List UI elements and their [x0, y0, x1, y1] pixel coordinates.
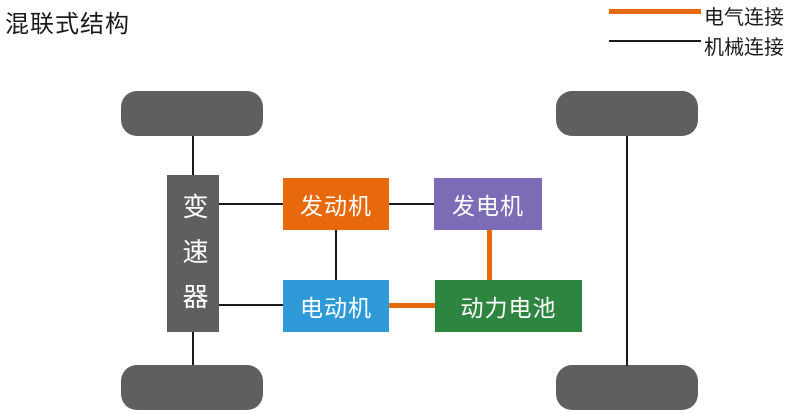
node-battery: 动力电池: [435, 280, 582, 332]
node-motor-label: 电动机: [300, 296, 372, 321]
link-transmission-to-rear-left-wheel: [192, 332, 194, 365]
electrical-link-motor-to-battery: [389, 303, 435, 308]
link-front-left-wheel-to-transmission: [192, 136, 194, 175]
wheel-front-right: [556, 91, 698, 136]
node-generator: 发电机: [434, 178, 542, 230]
legend-label-electrical: 电气连接: [704, 7, 784, 29]
wheel-rear-right: [556, 365, 698, 410]
link-transmission-to-engine: [219, 203, 283, 205]
node-transmission-label: 变速器: [179, 193, 208, 328]
link-engine-to-generator: [389, 203, 434, 205]
node-generator-label: 发电机: [452, 194, 524, 219]
wheel-rear-left: [121, 365, 263, 410]
node-battery-label: 动力电池: [460, 296, 557, 321]
node-motor: 电动机: [283, 280, 389, 332]
wheel-front-left: [121, 91, 263, 136]
link-right-wheels-axle: [626, 136, 628, 366]
electrical-connection-swatch: [609, 9, 701, 14]
link-engine-to-motor: [335, 230, 337, 280]
electrical-link-generator-to-battery: [487, 230, 492, 280]
legend-label-mechanical: 机械连接: [704, 37, 784, 59]
mechanical-connection-swatch: [609, 40, 701, 42]
node-engine-label: 发动机: [300, 194, 372, 219]
node-transmission: 变速器: [167, 175, 219, 332]
link-transmission-to-motor: [219, 304, 283, 306]
node-engine: 发动机: [283, 178, 389, 230]
diagram-title: 混联式结构: [5, 12, 130, 38]
